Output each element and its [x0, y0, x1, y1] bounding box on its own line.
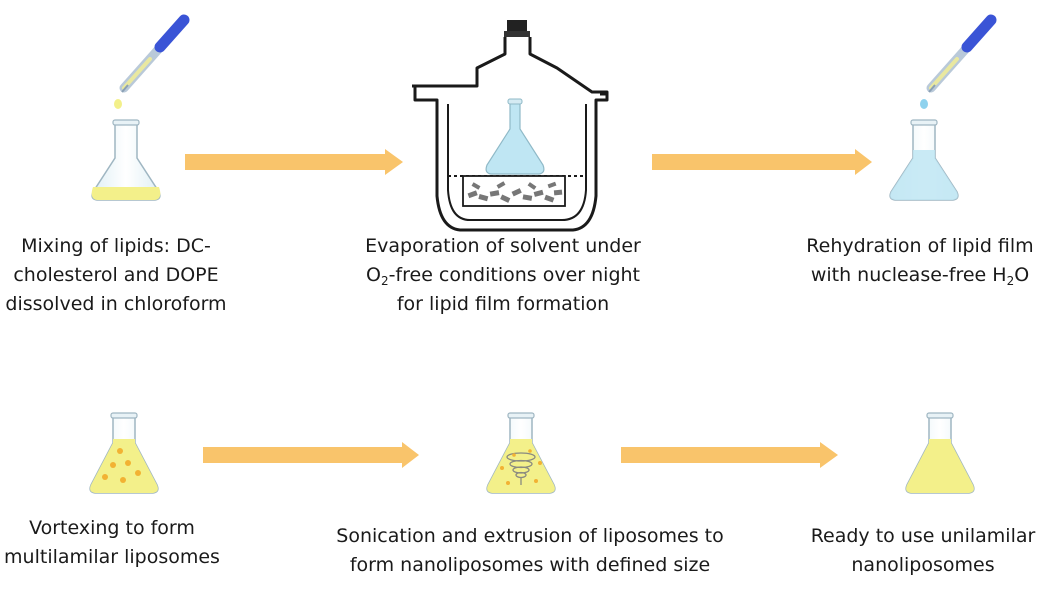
caption-line: form nanoliposomes with defined size [349, 554, 711, 576]
caption-line: dissolved in chloroform [5, 293, 227, 315]
caption-line: O2-free conditions over night [352, 261, 654, 290]
caption-line: cholesterol and DOPE [13, 264, 219, 286]
caption-text: with nuclease-free H [810, 264, 1007, 286]
lipid-drop [114, 99, 122, 109]
caption-text: -free conditions over night [388, 264, 641, 286]
flask-icon-sonication [486, 412, 556, 494]
caption-rehydration: Rehydration of lipid film with nuclease-… [802, 232, 1038, 290]
arrow-vortexing-to-sonication [203, 442, 419, 468]
caption-line: Vortexing to form [29, 517, 195, 539]
subscript: 2 [380, 274, 389, 288]
caption-mixing: Mixing of lipids: DC- cholesterol and DO… [0, 232, 232, 319]
caption-evaporation: Evaporation of solvent under O2-free con… [352, 232, 654, 319]
arrow-mixing-to-evaporation [185, 149, 403, 175]
water-drop [920, 99, 928, 109]
desiccator-icon [412, 20, 609, 232]
caption-text: O [365, 264, 381, 286]
caption-line: Evaporation of solvent under [365, 235, 641, 257]
caption-line: Ready to use unilamilar [810, 525, 1036, 547]
arrow-sonication-to-ready [621, 442, 838, 468]
caption-sonication: Sonication and extrusion of liposomes to… [326, 522, 734, 580]
pipette-icon-water [920, 14, 997, 109]
flask-icon-ready [905, 412, 975, 494]
caption-line: multilamilar liposomes [4, 546, 220, 568]
caption-line: with nuclease-free H2O [802, 261, 1038, 290]
caption-vortexing: Vortexing to form multilamilar liposomes [0, 514, 224, 572]
subscript: 2 [1006, 274, 1015, 288]
caption-line: Rehydration of lipid film [806, 235, 1034, 257]
caption-line: Sonication and extrusion of liposomes to [336, 525, 724, 547]
flask-icon-lipid-mix [91, 119, 161, 201]
caption-ready: Ready to use unilamilar nanoliposomes [800, 522, 1040, 580]
arrow-evaporation-to-rehydration [652, 149, 872, 175]
flask-icon-rehydration [889, 119, 959, 201]
pipette-icon-lipids [114, 14, 190, 109]
caption-line: Mixing of lipids: DC- [21, 235, 211, 257]
caption-line: for lipid film formation [396, 293, 610, 315]
flask-icon-multilamellar [89, 412, 159, 494]
caption-text: O [1014, 264, 1030, 286]
caption-line: nanoliposomes [851, 554, 995, 576]
